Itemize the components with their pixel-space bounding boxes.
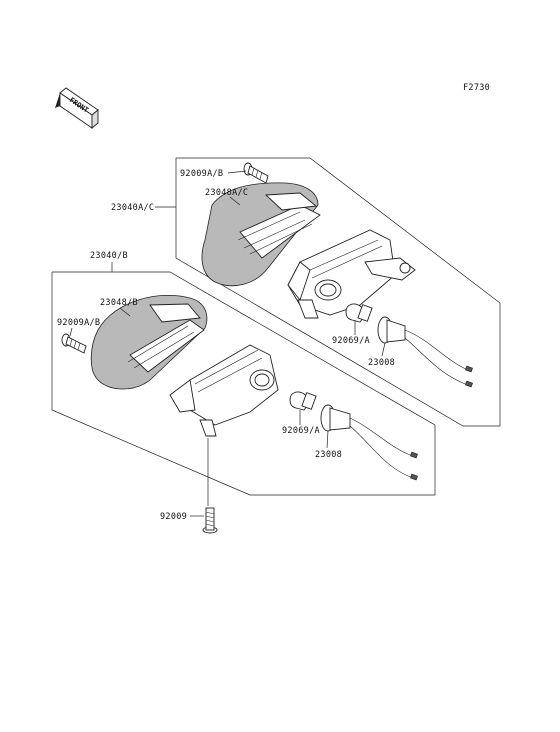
upper-bulb-icon bbox=[345, 303, 373, 323]
lower-assembly-frame bbox=[51, 271, 436, 496]
upper-screw-icon bbox=[243, 162, 269, 184]
label-lamp-assy-upper: 23040A/C bbox=[111, 203, 154, 213]
label-screw-bottom: 92009 bbox=[160, 512, 187, 522]
label-lens-lower: 23048/B bbox=[100, 298, 138, 308]
label-socket-lower: 23008 bbox=[315, 450, 342, 460]
upper-assembly-frame bbox=[175, 157, 501, 427]
lower-bulb-icon bbox=[289, 391, 317, 411]
upper-housing bbox=[287, 229, 416, 319]
lower-left-screw-icon bbox=[61, 333, 87, 354]
lower-housing bbox=[169, 344, 279, 437]
front-arrow-icon: FRONT bbox=[55, 87, 99, 129]
bottom-screw-icon bbox=[202, 507, 218, 534]
callouts: 92009A/B 23048A/C 23040A/C 23040/B 23048… bbox=[57, 169, 395, 522]
label-bulb-lower: 92069/A bbox=[282, 426, 320, 436]
upper-socket-icon bbox=[377, 316, 473, 388]
figure-code: F2730 bbox=[463, 83, 490, 93]
upper-lens bbox=[201, 182, 321, 286]
label-lens-upper: 23048A/C bbox=[205, 188, 248, 198]
label-lamp-assy-lower: 23040/B bbox=[90, 251, 128, 261]
label-bulb-upper: 92069/A bbox=[332, 336, 370, 346]
label-screw-lower: 92009A/B bbox=[57, 318, 100, 328]
label-socket-upper: 23008 bbox=[368, 358, 395, 368]
label-screw-upper: 92009A/B bbox=[180, 169, 223, 179]
lower-socket-icon bbox=[320, 404, 418, 481]
lower-lens bbox=[90, 295, 208, 390]
